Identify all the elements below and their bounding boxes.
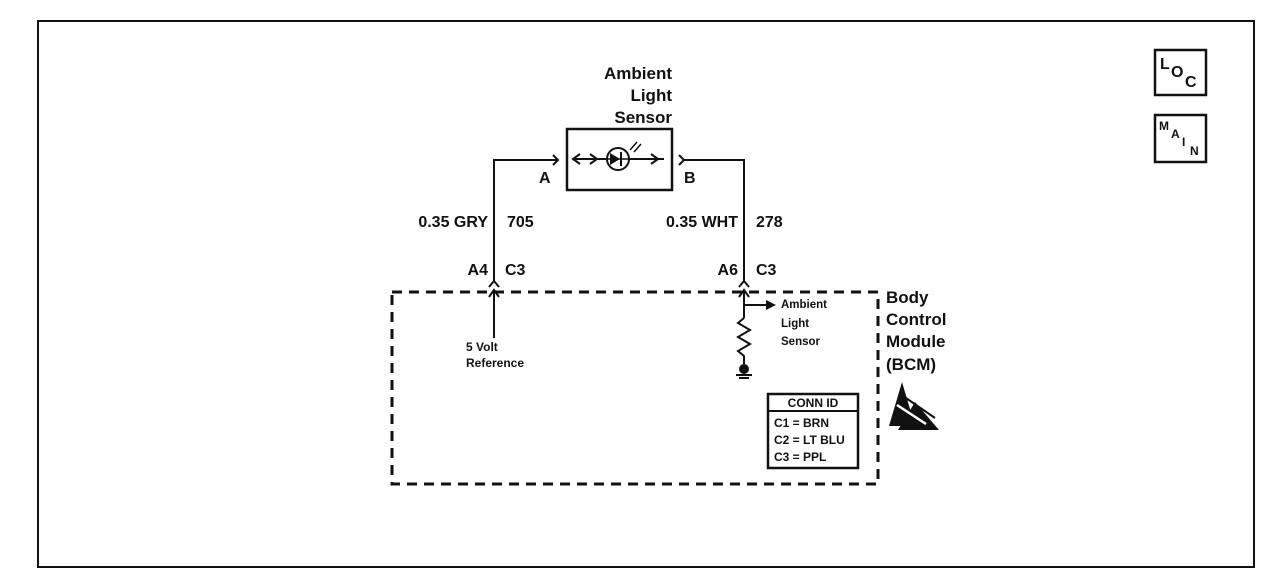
- internal-sensor-line-1: Ambient: [781, 299, 827, 311]
- main-letter-a: A: [1171, 127, 1180, 141]
- loc-letter-c: C: [1185, 74, 1197, 91]
- bcm-name-line-1: Body: [886, 288, 929, 307]
- wire-right-circuit: 278: [756, 214, 783, 231]
- ref-label-line-2: Reference: [466, 356, 524, 370]
- connector-right-chevron: [738, 279, 750, 288]
- pull-down-resistor-icon: [736, 317, 752, 364]
- sensor-title-line-3: Sensor: [614, 108, 672, 127]
- internal-sensor-line-3: Sensor: [781, 336, 821, 348]
- sensor-photodiode-icon: [571, 141, 664, 171]
- pin-b-label: B: [684, 170, 696, 187]
- conn-id-table: [766, 392, 860, 470]
- bcm-module-boundary: [390, 290, 880, 486]
- wire-278: [684, 159, 745, 281]
- pin-a-label: A: [539, 170, 551, 187]
- wire-left-size-color: 0.35 GRY: [418, 214, 488, 231]
- connector-left-chevron: [488, 279, 500, 288]
- connector-right-pin: A6: [718, 262, 739, 279]
- wire-left-circuit: 705: [507, 214, 534, 231]
- main-letter-n: N: [1190, 144, 1199, 158]
- conn-id-title: CONN ID: [788, 396, 839, 410]
- sensor-title-line-2: Light: [630, 86, 672, 105]
- conn-id-row: C2 = LT BLU: [774, 433, 845, 447]
- sensor-title-line-1: Ambient: [604, 64, 672, 83]
- loc-letter-l: L: [1160, 56, 1170, 73]
- esd-sensitive-icon: [889, 382, 939, 430]
- ambient-light-sensor: [565, 127, 674, 192]
- wire-right-size-color: 0.35 WHT: [666, 214, 738, 231]
- bcm-name-line-3: Module: [886, 332, 946, 351]
- diagram-frame: [37, 20, 1255, 568]
- five-volt-reference: [488, 288, 500, 338]
- main-letter-i: I: [1182, 135, 1185, 149]
- connector-left-id: C3: [505, 262, 526, 279]
- ref-label-line-1: 5 Volt: [466, 340, 498, 354]
- main-letter-m: M: [1159, 119, 1169, 133]
- bcm-name-line-4: (BCM): [886, 355, 936, 374]
- conn-id-row: C1 = BRN: [774, 416, 829, 430]
- connector-left-pin: A4: [468, 262, 489, 279]
- wire-705: [493, 159, 558, 281]
- terminal-b-chevron: [678, 154, 686, 166]
- loc-button[interactable]: L O C: [1153, 48, 1208, 97]
- internal-sensor-input: [738, 288, 776, 318]
- ground-icon: [736, 364, 752, 379]
- conn-id-row: C3 = PPL: [774, 450, 826, 464]
- bcm-name-line-2: Control: [886, 310, 946, 329]
- connector-right-id: C3: [756, 262, 777, 279]
- loc-letter-o: O: [1171, 64, 1183, 81]
- main-button[interactable]: M A I N: [1153, 113, 1208, 164]
- internal-sensor-line-2: Light: [781, 318, 809, 330]
